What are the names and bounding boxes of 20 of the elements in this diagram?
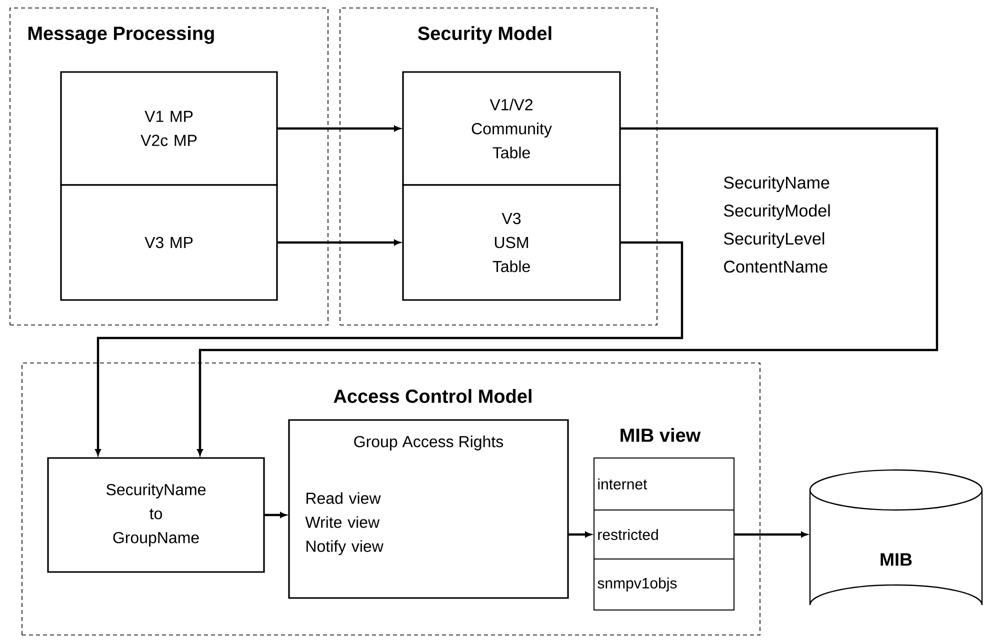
- arrow: [734, 532, 808, 538]
- table-cell: snmpv1objs: [594, 558, 734, 610]
- label-text: SecurityName SecurityModel SecurityLevel ContentName: [724, 176, 830, 273]
- arrow: [264, 512, 286, 518]
- table-cell: restricted: [594, 510, 734, 560]
- process-box: V1 MP V2c MP: [60, 71, 278, 186]
- table-cell: internet: [594, 458, 734, 510]
- process-box: V3 USM Table: [402, 184, 621, 301]
- process-box: SecurityName to GroupName: [47, 457, 265, 573]
- arrow: [277, 240, 400, 246]
- arrow: [568, 532, 592, 538]
- table-heading: MIB view: [620, 428, 701, 442]
- arrow: [277, 126, 400, 132]
- arrow: [197, 127, 938, 456]
- node-label: MIB: [880, 553, 912, 566]
- arrow: [95, 241, 684, 456]
- database-cylinder: MIB: [809, 469, 983, 606]
- process-box: V1/V2 Community Table: [402, 71, 621, 186]
- process-box: V3 MP: [60, 184, 278, 301]
- rights-box: Group Access Rights Read view Write view Notify view: [288, 419, 569, 599]
